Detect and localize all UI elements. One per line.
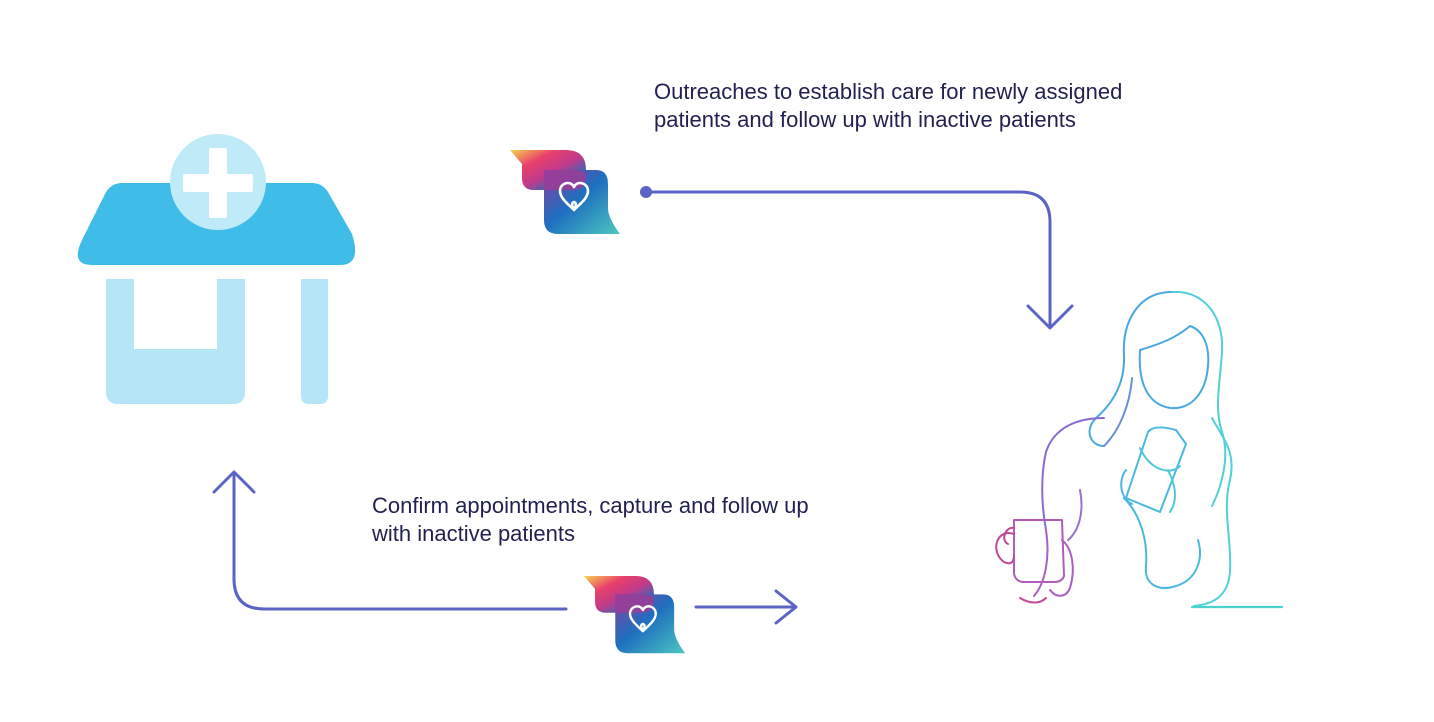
- outreach-description: Outreaches to establish care for newly a…: [654, 78, 1122, 134]
- clinic-building-icon: [77, 134, 356, 404]
- confirm-description: Confirm appointments, capture and follow…: [372, 492, 809, 548]
- medical-cross-icon: [170, 134, 266, 230]
- confirm-description-line: Confirm appointments, capture and follow…: [372, 493, 809, 518]
- outreach-description-line: Outreaches to establish care for newly a…: [654, 79, 1123, 104]
- confirm-description-line: with inactive patients: [372, 521, 575, 546]
- heart-chat-bubble-icon: [582, 574, 687, 655]
- forward-arrow: [694, 589, 798, 625]
- woman-with-phone-and-mug-illustration: [830, 290, 1284, 609]
- heart-chat-bubble-icon: [508, 148, 622, 236]
- return-arrow: [212, 470, 568, 611]
- outreach-arrow: [640, 186, 1074, 330]
- outreach-description-line: patients and follow up with inactive pat…: [654, 107, 1076, 132]
